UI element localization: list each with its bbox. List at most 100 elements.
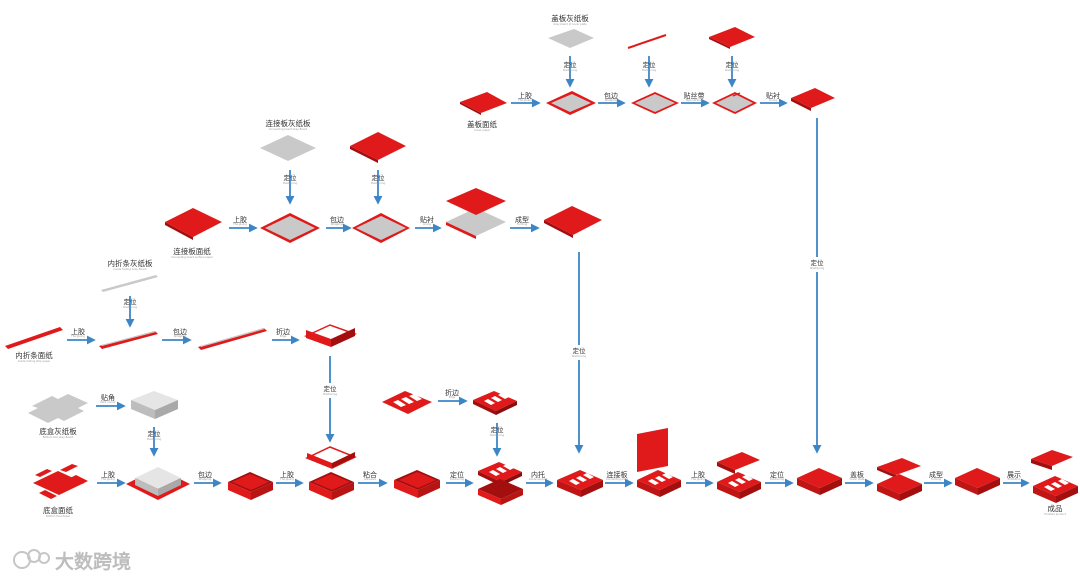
step-label-wrapping: 包边 [198,470,212,479]
step-label-gluing: 上胶 [233,215,247,224]
main-box-glued-board [717,452,761,499]
step-sub-gluing: The gluing [101,477,115,481]
step-sub-positioning: Positioning [490,433,504,437]
fold-folded-frame [304,324,357,347]
bottom-gray-board-caption: 底盒灰纸板 [39,426,77,436]
inner-tray-folded [473,391,517,415]
step-label-positioning: 定位 [324,384,338,393]
step-label-positioning: 定位 [573,346,587,355]
step-label-silk-ribbon: 贴丝带 [684,91,705,100]
step-sub-bonding: Adhesive [364,477,376,481]
conn-face-paper-caption: 连接板面纸 [173,246,211,256]
step-sub-forming: Forming [931,477,942,481]
step-sub-folding: Edge [449,395,456,399]
step-sub-positioning: Positioning [572,354,586,358]
main-bonded-box [394,470,440,498]
step-sub-positioning: Positioning [450,477,464,481]
step-label-gluing: 上胶 [101,470,115,479]
step-label-gluing: 上胶 [518,91,532,100]
step-sub-positioning: Positioning [810,266,824,270]
conn-lining-paper [350,132,406,163]
step-label-positioning: 定位 [726,60,740,69]
inner-tray-blank [382,391,432,414]
step-sub-cover: Cover plate [850,477,865,481]
step-sub-silk-ribbon: Tape sticking [686,98,703,102]
fold-board-on-paper [99,331,158,349]
step-label-wrapping: 包边 [330,215,344,224]
step-sub-positioning: Positioning [123,305,137,309]
step-label-positioning: 定位 [148,429,162,438]
step-label-gluing: 上胶 [71,327,85,336]
bottom-gray-board-caption-en: Bottom box Gray Board [43,435,74,439]
lid-face-paper [460,92,507,115]
step-sub-positioning: Positioning [323,392,337,396]
fold-face-paper-caption-en: Inside folding strip paper [18,359,51,363]
step-sub-folding: Edge [280,334,287,338]
step-sub-positioning: Positioning [770,477,784,481]
lid-lining-paper [709,27,755,49]
step-label-lining: 贴衬 [420,215,434,224]
step-label-forming: 成型 [929,470,943,479]
step-label-wrapping: 包边 [173,327,187,336]
step-label-positioning: 定位 [491,425,505,434]
lid-gray-board-caption-en: Gray board of cover plate [553,22,587,26]
conn-finished [544,206,602,238]
step-sub-positioning: Positioning [642,68,656,72]
lid-face-paper-caption-en: Cover paper [474,128,491,132]
step-label-gluing: 上胶 [280,470,294,479]
step-label-bonding: 粘合 [363,470,377,479]
step-label-cover: 盖板 [850,470,864,479]
product-caption: 成品 [1048,503,1063,513]
fold-gray-board-caption: 内折条灰纸板 [108,258,153,268]
conn-face-paper-caption-en: Connecting board surface paper [171,255,214,259]
bottom-face-paper-caption: 底盒面纸 [43,505,73,515]
step-sub-positioning: Positioning [725,68,739,72]
step-sub-gluing: The gluing [691,477,705,481]
main-box-gray-on-paper [126,467,190,500]
step-label-positioning: 定位 [124,297,138,306]
step-sub-positioning: Positioning [147,437,161,441]
conn-gray-board-caption: 连接板灰纸板 [266,118,311,128]
step-sub-forming: Forming [517,222,528,226]
step-label-forming: 成型 [515,215,529,224]
conn-board-on-paper [260,213,320,243]
main-box-with-board [637,428,681,497]
step-label-positioning: 定位 [564,60,578,69]
lid-board-on-paper [546,91,596,115]
main-box-with-frame [305,446,357,500]
lid-face-paper-caption: 盖板面纸 [467,119,497,129]
step-label-positioning: 定位 [450,470,464,479]
lid-wrapped-board [631,92,679,114]
step-label-inner-tray: 内托 [531,470,545,479]
fold-gray-board-caption-en: Inside folding Gray Board [114,267,147,271]
step-sub-positioning: Positioning [283,181,297,185]
step-sub-wrapping: Wrapping [199,477,212,481]
step-sub-inner-tray: Inside support [529,477,548,481]
step-label-positioning: 定位 [811,258,825,267]
step-label-positioning: 定位 [770,470,784,479]
step-sub-wrapping: Wrapping [331,222,344,226]
step-label-corner: 贴角 [101,393,115,402]
fold-face-paper [5,327,63,349]
bottom-gray-board-blank [28,394,88,423]
watermark-text: 大数跨境 [55,550,131,573]
step-label-folding: 折边 [445,388,459,397]
step-label-positioning: 定位 [643,60,657,69]
fold-gray-board [101,275,158,292]
step-sub-corner: Stick corner [100,400,116,404]
step-label-gluing: 上胶 [691,470,705,479]
main-box-formed [955,468,1000,495]
step-sub-display: Exhibition [1008,477,1021,481]
lid-ribbon [627,34,667,49]
bottom-face-paper-caption-en: Bottom face Paper [46,514,71,518]
step-sub-wrapping: Wrapping [174,334,187,338]
lid-gray-board [548,29,594,48]
step-sub-lining: Lining [769,98,777,102]
conn-gray-board-caption-en: Connecting board Gray Board [269,127,308,131]
step-label-lining: 贴衬 [766,91,780,100]
main-box-trayed [557,470,603,497]
step-sub-positioning: Positioning [371,181,385,185]
bottom-gray-box [131,391,178,419]
lid-finished [791,88,835,111]
